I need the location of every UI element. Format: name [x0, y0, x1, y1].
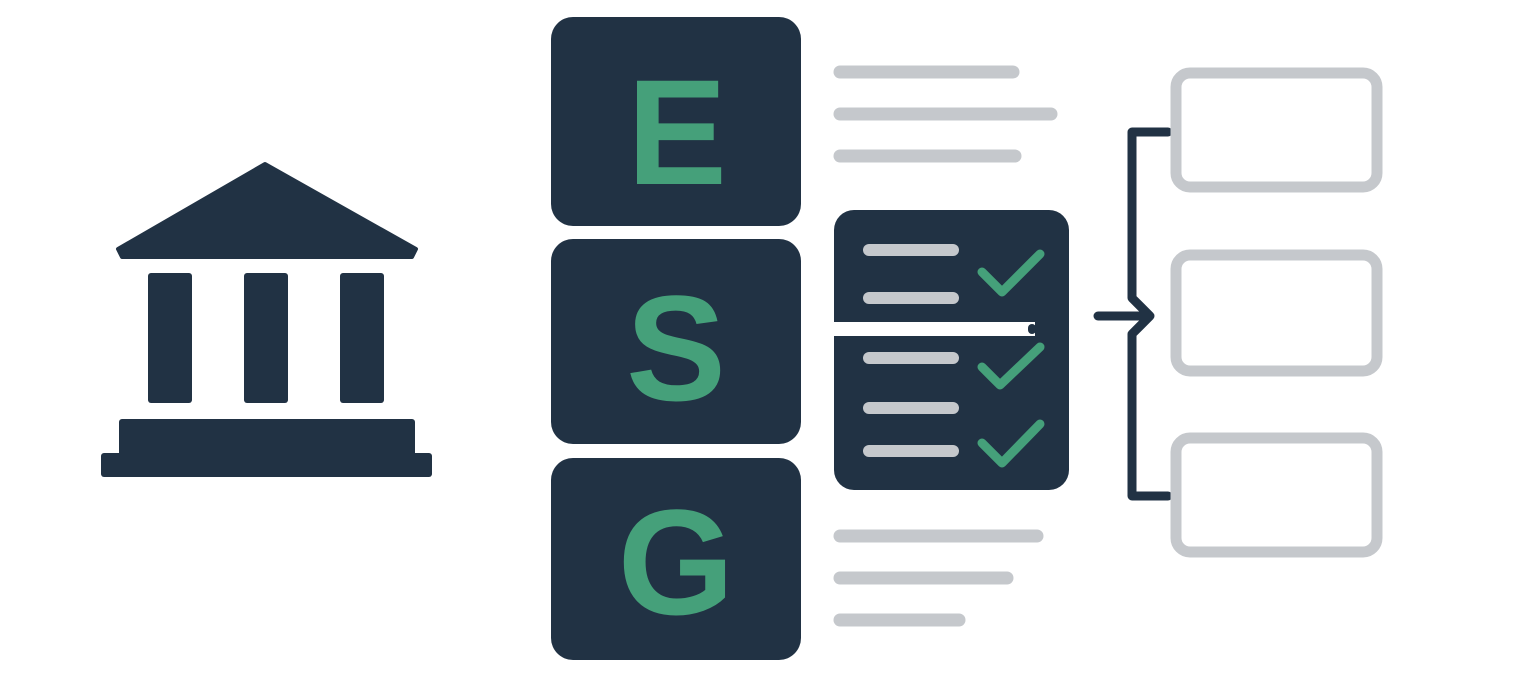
output-box	[1170, 432, 1383, 558]
bank-column-left	[148, 273, 192, 403]
output-box	[1170, 67, 1383, 193]
esg-tile-e: E	[551, 17, 801, 226]
checkmark-icon	[977, 342, 1045, 390]
bank-base-upper	[119, 419, 415, 457]
esg-letter-e: E	[627, 48, 727, 216]
bank-base-lower	[101, 453, 432, 477]
checkmark-icon	[977, 249, 1045, 297]
output-box	[1170, 249, 1383, 377]
bank-roof	[116, 162, 418, 259]
checkmark-icon	[977, 419, 1045, 468]
bank-building-icon	[101, 162, 432, 477]
esg-letter-g: G	[618, 478, 735, 646]
checklist-divider	[830, 322, 1035, 336]
bank-column-right	[340, 273, 384, 403]
output-boxes	[1170, 67, 1383, 558]
text-lines-top	[833, 65, 1058, 163]
bracket-branch-icon	[1093, 127, 1173, 501]
checklist-icon	[830, 210, 1069, 490]
esg-letter-s: S	[626, 264, 726, 432]
esg-tile-s: S	[551, 239, 801, 444]
esg-tile-g: G	[551, 458, 801, 660]
bank-column-middle	[244, 273, 288, 403]
text-lines-bottom	[833, 529, 1044, 627]
